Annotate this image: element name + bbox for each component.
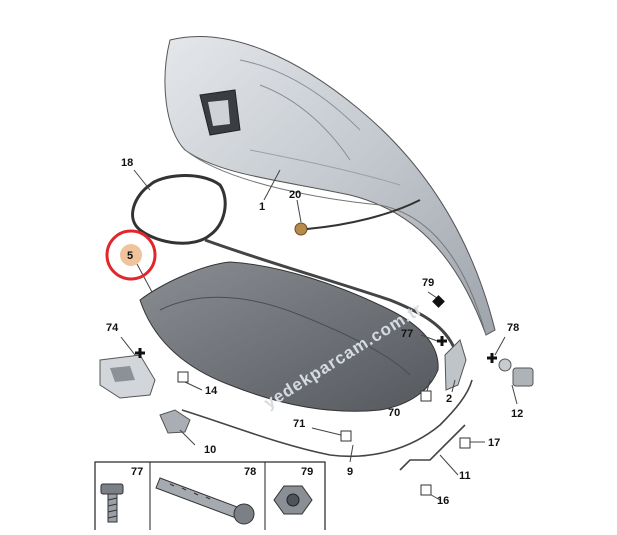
- label-77: 77: [401, 328, 413, 340]
- label-1: 1: [259, 201, 265, 213]
- latch-10: [159, 409, 191, 434]
- diamond-marker-icon: [432, 295, 445, 308]
- hood-panel: [164, 36, 496, 336]
- nut-79-icon: [273, 485, 313, 515]
- highlight-ring: [105, 229, 157, 281]
- fastener-20: [294, 199, 421, 236]
- screw-77-icon: [100, 483, 124, 523]
- label-11: 11: [459, 470, 471, 482]
- latch-74: [99, 354, 156, 399]
- cable-9: [181, 379, 473, 458]
- gas-strut-12: [498, 358, 534, 387]
- seal-strip: [204, 238, 457, 351]
- label-18: 18: [121, 157, 133, 169]
- label-2: 2: [446, 393, 452, 405]
- square-marker-icon: [177, 371, 471, 496]
- fastener-legend: 77 78 79: [94, 461, 326, 533]
- label-79: 79: [422, 277, 434, 289]
- bolt-78-icon: [155, 477, 255, 525]
- legend-79: 79: [301, 466, 313, 478]
- label-71: 71: [293, 418, 305, 430]
- label-74: 74: [106, 322, 119, 334]
- label-20: 20: [289, 189, 301, 201]
- label-9: 9: [347, 466, 353, 478]
- plus-marker-icon: [135, 336, 497, 363]
- label-70: 70: [388, 407, 400, 419]
- insulation-liner: [139, 261, 439, 412]
- label-12: 12: [511, 408, 523, 420]
- legend-77: 77: [131, 466, 143, 478]
- part-badge: [120, 244, 142, 266]
- rod-11: [399, 424, 466, 471]
- label-10: 10: [204, 444, 216, 456]
- seal-18: [131, 174, 227, 245]
- label-16: 16: [437, 495, 449, 507]
- label-5: 5: [127, 250, 133, 262]
- legend-78: 78: [244, 466, 256, 478]
- label-14: 14: [205, 385, 218, 397]
- label-17: 17: [488, 437, 500, 449]
- hinge-2: [444, 339, 467, 391]
- label-78: 78: [507, 322, 519, 334]
